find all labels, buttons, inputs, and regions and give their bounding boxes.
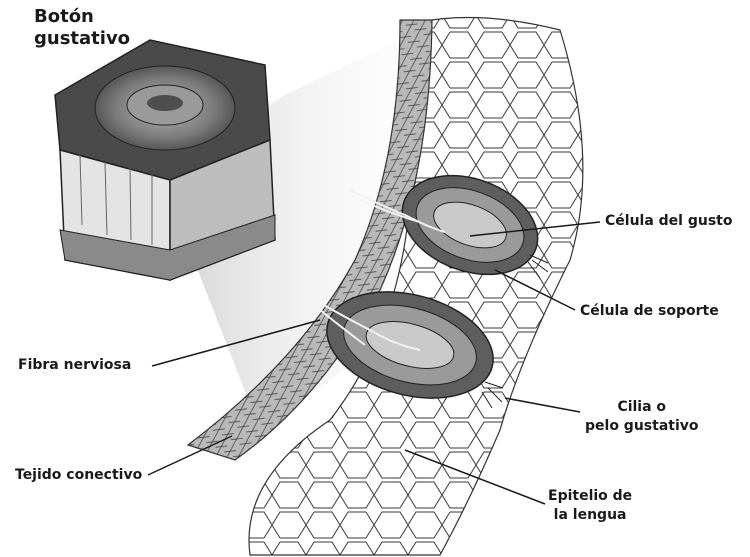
label-epithelium-line-2: la lengua [548, 506, 632, 525]
label-taste-cell: Célula del gusto [605, 212, 732, 231]
label-cilia: Cilia o pelo gustativo [585, 398, 699, 436]
title-line-2: gustativo [34, 28, 130, 50]
label-cilia-line-1: Cilia o [585, 398, 699, 417]
label-epithelium: Epitelio de la lengua [548, 487, 632, 525]
taste-bud-block [55, 40, 275, 280]
label-cilia-line-2: pelo gustativo [585, 417, 699, 436]
leader-cilia [505, 398, 580, 412]
title-line-1: Botón [34, 6, 130, 28]
label-nerve-fiber: Fibra nerviosa [18, 356, 131, 375]
label-connective-tissue: Tejido conectivo [15, 466, 142, 485]
label-support-cell: Célula de soporte [580, 302, 719, 321]
diagram-title: Botón gustativo [34, 6, 130, 50]
label-epithelium-line-1: Epitelio de [548, 487, 632, 506]
